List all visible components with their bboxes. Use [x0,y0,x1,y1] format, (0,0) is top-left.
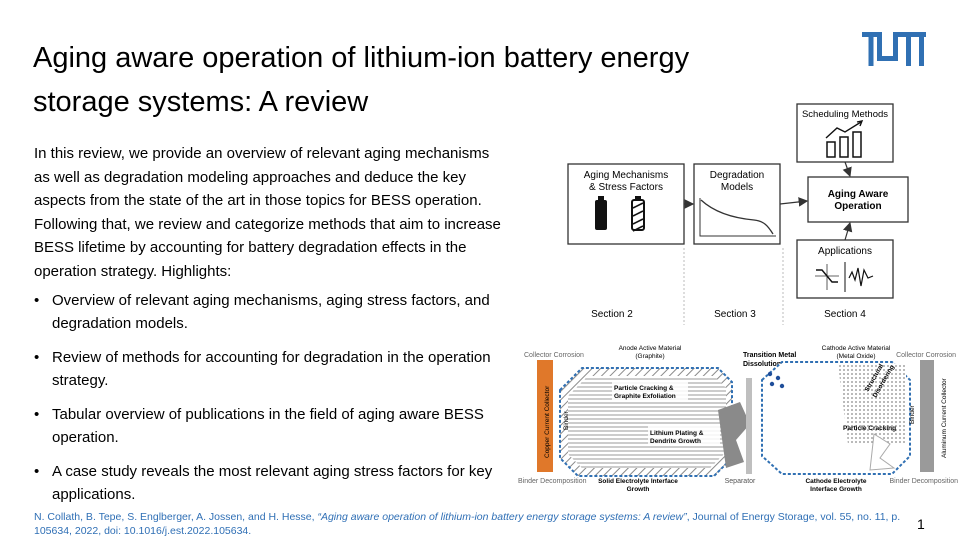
cathode-electrolyte-label: Cathode Electrolyte [805,478,866,485]
cathode-material-label: Cathode Active Material [822,345,891,352]
collector-corrosion-label: Collector Corrosion [524,352,584,359]
particle-cracking-graphite-label: Particle Cracking & [614,385,674,392]
degradation-models-label: Degradation [710,170,764,181]
reference-details: , Journal of Energy Storage, vol. 55, no… [34,511,901,537]
damaged-battery-icon [631,196,645,232]
binder-right-label: Binder [909,404,916,424]
degradation-curve-icon [699,198,776,237]
copper-collector-label: Copper Current Collector [544,385,551,458]
reference-authors: N. Collath, B. Tepe, S. Englberger, A. J… [34,511,318,523]
cathode-material-sublabel: (Metal Oxide) [836,353,875,360]
highlight-item: •A case study reveals the most relevant … [34,460,504,506]
anode-material-label: Anode Active Material [619,345,682,352]
scheduling-methods-label: Scheduling Methods [802,109,888,120]
aluminum-collector [920,360,934,472]
separator-label: Separator [725,478,756,485]
bullet-marker: • [34,292,40,309]
transition-metal-label: Transition Metal [743,352,796,359]
dendrite-growth-label: Dendrite Growth [650,438,701,445]
scheduling-methods-box [796,103,894,163]
page-number: 1 [917,516,925,532]
degradation-models-label: Models [721,182,753,193]
applications-label: Applications [818,246,872,257]
tum-logo-icon [862,32,926,66]
section-2-label: Section 2 [591,309,633,320]
aging-aware-operation-label: Aging Aware [828,189,889,200]
section-3-label: Section 3 [714,309,756,320]
dissolution-label: Dissolution [743,361,781,368]
section-4-label: Section 4 [824,309,866,320]
aging-mechanisms-label: & Stress Factors [589,182,663,193]
highlight-item: •Review of methods for accounting for de… [34,346,504,392]
graphite-exfoliation-label: Graphite Exfoliation [614,393,676,400]
highlights-list: •Overview of relevant aging mechanisms, … [34,289,504,517]
bullet-marker: • [34,463,40,480]
anode-material-sublabel: (Graphite) [635,353,664,360]
battery-icon [595,196,607,230]
bullet-marker: • [34,406,40,423]
copper-collector [537,360,553,472]
intro-paragraph: In this review, we provide an overview o… [34,145,501,280]
reference-citation[interactable]: N. Collath, B. Tepe, S. Englberger, A. J… [34,510,904,538]
binder-left-label: Binder [563,410,570,430]
highlight-item: •Tabular overview of publications in the… [34,403,504,449]
sei-sublabel: Growth [627,486,650,493]
binder-decomposition-left-label: Binder Decomposition [518,478,587,485]
bullet-marker: • [34,349,40,366]
collector-corrosion-right-label: Collector Corrosion [896,352,956,359]
aging-aware-operation-label: Operation [834,201,881,212]
cathode-electrolyte-sublabel: Interface Growth [810,486,862,493]
slide-title: Aging aware operation of lithium-ion bat… [33,42,690,118]
reference-title: “Aging aware operation of lithium-ion ba… [317,511,687,523]
separator [746,378,752,474]
sei-label: Solid Electrolyte Interface [598,478,678,485]
cell-aging-mechanisms-diagram: Collector Corrosion Anode Active Materia… [518,345,959,493]
aging-mechanisms-label: Aging Mechanisms [584,170,668,181]
review-structure-diagram: Aging Mechanisms & Stress Factors Degrad… [567,103,909,325]
aluminum-collector-label: Aluminum Current Collector [941,377,948,458]
particle-cracking-label: Particle Cracking [843,425,896,432]
highlight-item: •Overview of relevant aging mechanisms, … [34,289,504,335]
bar-chart-trend-icon [825,120,864,158]
lithium-plating-label: Lithium Plating & [650,430,704,437]
binder-decomposition-right-label: Binder Decomposition [890,478,959,485]
application-signal-icon [815,262,874,292]
